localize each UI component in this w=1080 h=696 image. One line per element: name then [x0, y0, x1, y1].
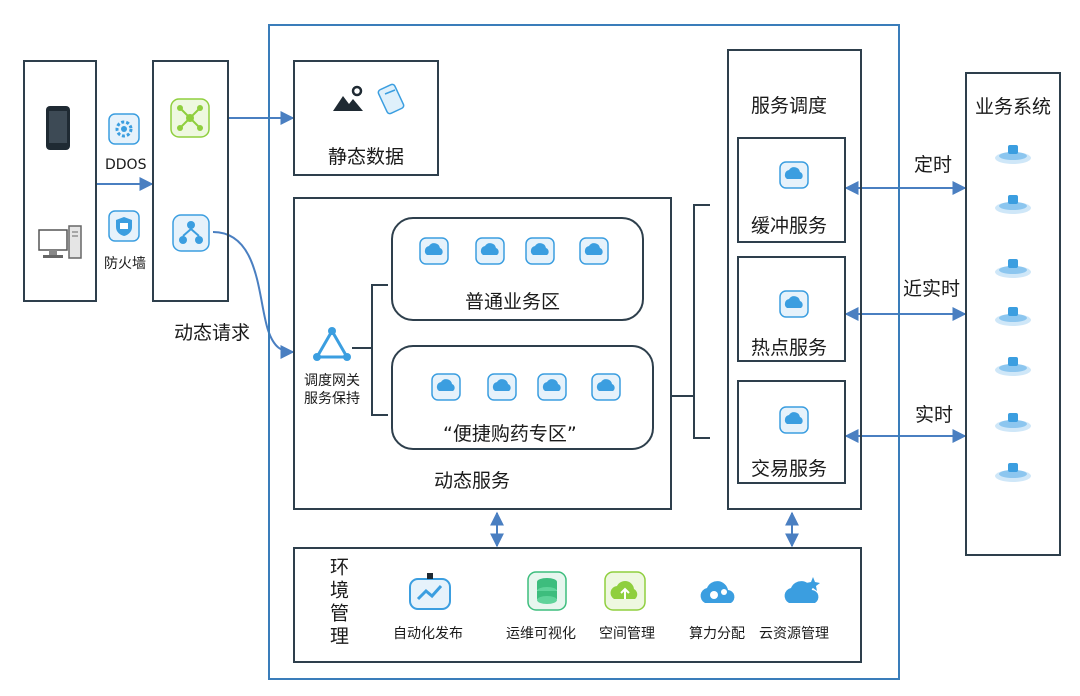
normal-zone-label: 普通业务区 [465, 291, 561, 313]
image-icon [333, 85, 363, 111]
database-disk-icon [995, 195, 1031, 214]
space-management-icon [604, 571, 646, 611]
server-cloud-icon [487, 373, 517, 401]
env-management-title: 环境管理 [327, 557, 349, 649]
timing-label: 定时 [914, 154, 953, 176]
network-box [152, 60, 229, 302]
service-cloud-icon [779, 161, 809, 189]
database-disk-icon [995, 259, 1031, 278]
static-data-box: 静态数据 [293, 60, 439, 176]
server-cloud-icon [591, 373, 621, 401]
desktop-computer-icon [38, 225, 82, 259]
env-item-label: 算力分配 [689, 626, 745, 642]
env-item-label: 运维可视化 [506, 626, 576, 642]
server-cloud-icon [431, 373, 461, 401]
ops-visual-icon [527, 571, 567, 611]
trade-service-label: 交易服务 [751, 458, 828, 480]
cdn-network-icon [170, 98, 210, 138]
server-cloud-icon [537, 373, 567, 401]
server-cloud-icon [475, 237, 505, 265]
realtime-label: 实时 [915, 404, 954, 426]
pharmacy-zone-box: “便捷购药专区” [391, 345, 654, 450]
cloud-resource-icon [784, 577, 820, 603]
buffer-service-box: 缓冲服务 [737, 137, 846, 243]
service-cloud-icon [779, 290, 809, 318]
hotspot-service-label: 热点服务 [751, 337, 828, 359]
env-management-box: 环境管理 自动化发布 运维可视化 空间管理 算力分配 云资源管理 [293, 547, 862, 663]
compute-allocation-icon [700, 581, 735, 603]
server-cloud-icon [579, 237, 609, 265]
server-cloud-icon [525, 237, 555, 265]
scheduling-box: 服务调度 [727, 49, 862, 510]
firewall-label: 防火墙 [104, 256, 146, 272]
env-item-label: 自动化发布 [393, 626, 463, 642]
firewall-icon [108, 210, 140, 242]
business-system-title: 业务系统 [975, 96, 1052, 118]
document-icon [377, 83, 405, 115]
static-data-label: 静态数据 [328, 146, 405, 168]
buffer-service-label: 缓冲服务 [751, 215, 828, 237]
scheduling-title: 服务调度 [751, 95, 828, 117]
trade-service-box: 交易服务 [737, 380, 846, 484]
env-item-label: 空间管理 [599, 626, 655, 642]
server-cloud-icon [419, 237, 449, 265]
gateway-bracket [352, 284, 388, 416]
env-item-label: 云资源管理 [759, 626, 829, 642]
dynamic-request-label: 动态请求 [174, 322, 251, 344]
database-disk-icon [995, 357, 1031, 376]
client-box [23, 60, 97, 302]
platform-frame [268, 24, 900, 680]
zones-bracket [672, 204, 710, 439]
business-system-box: 业务系统 [965, 72, 1061, 556]
ddos-label: DDOS [105, 157, 147, 173]
service-cloud-icon [779, 406, 809, 434]
database-disk-icon [995, 463, 1031, 482]
dynamic-service-box [293, 197, 672, 510]
dynamic-request-curve [212, 231, 295, 359]
gateway-triangle-icon [313, 327, 351, 361]
database-disk-icon [995, 145, 1031, 164]
hotspot-service-box: 热点服务 [737, 256, 846, 362]
pharmacy-zone-label: “便捷购药专区” [443, 423, 577, 445]
gateway-label-line2: 服务保持 [304, 391, 360, 407]
load-balancer-icon [172, 214, 210, 252]
near-realtime-label: 近实时 [903, 278, 961, 300]
database-disk-icon [995, 413, 1031, 432]
mobile-phone-icon [46, 106, 70, 150]
dynamic-service-label: 动态服务 [434, 470, 511, 492]
normal-zone-box: 普通业务区 [391, 217, 644, 321]
gateway-label-line1: 调度网关 [304, 373, 360, 389]
ddos-gear-icon [108, 113, 140, 145]
auto-deploy-icon [409, 573, 451, 610]
database-disk-icon [995, 307, 1031, 326]
